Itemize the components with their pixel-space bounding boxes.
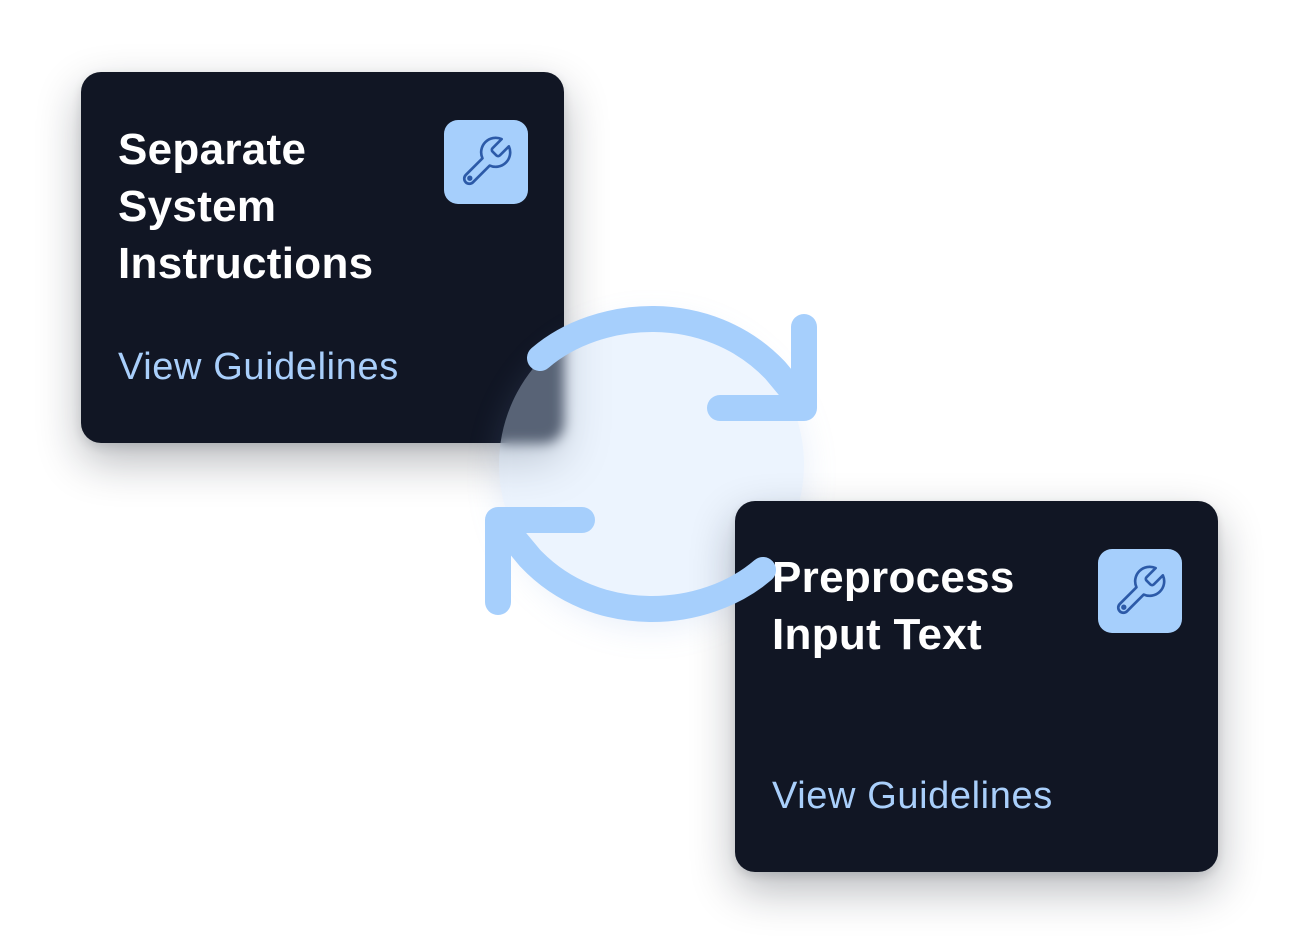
guideline-card-separate-system-instructions[interactable]: Separate System Instructions View Guidel… <box>81 72 564 443</box>
tool-badge <box>444 120 528 204</box>
tool-badge <box>1098 549 1182 633</box>
wrench-icon <box>1116 565 1166 615</box>
wrench-icon <box>462 136 512 186</box>
guideline-card-preprocess-input-text[interactable]: Preprocess Input Text View Guidelines <box>735 501 1218 872</box>
view-guidelines-link[interactable]: View Guidelines <box>772 775 1053 817</box>
card-title: Separate System Instructions <box>118 125 374 288</box>
card-title: Preprocess Input Text <box>772 553 1015 659</box>
view-guidelines-link[interactable]: View Guidelines <box>118 346 399 388</box>
